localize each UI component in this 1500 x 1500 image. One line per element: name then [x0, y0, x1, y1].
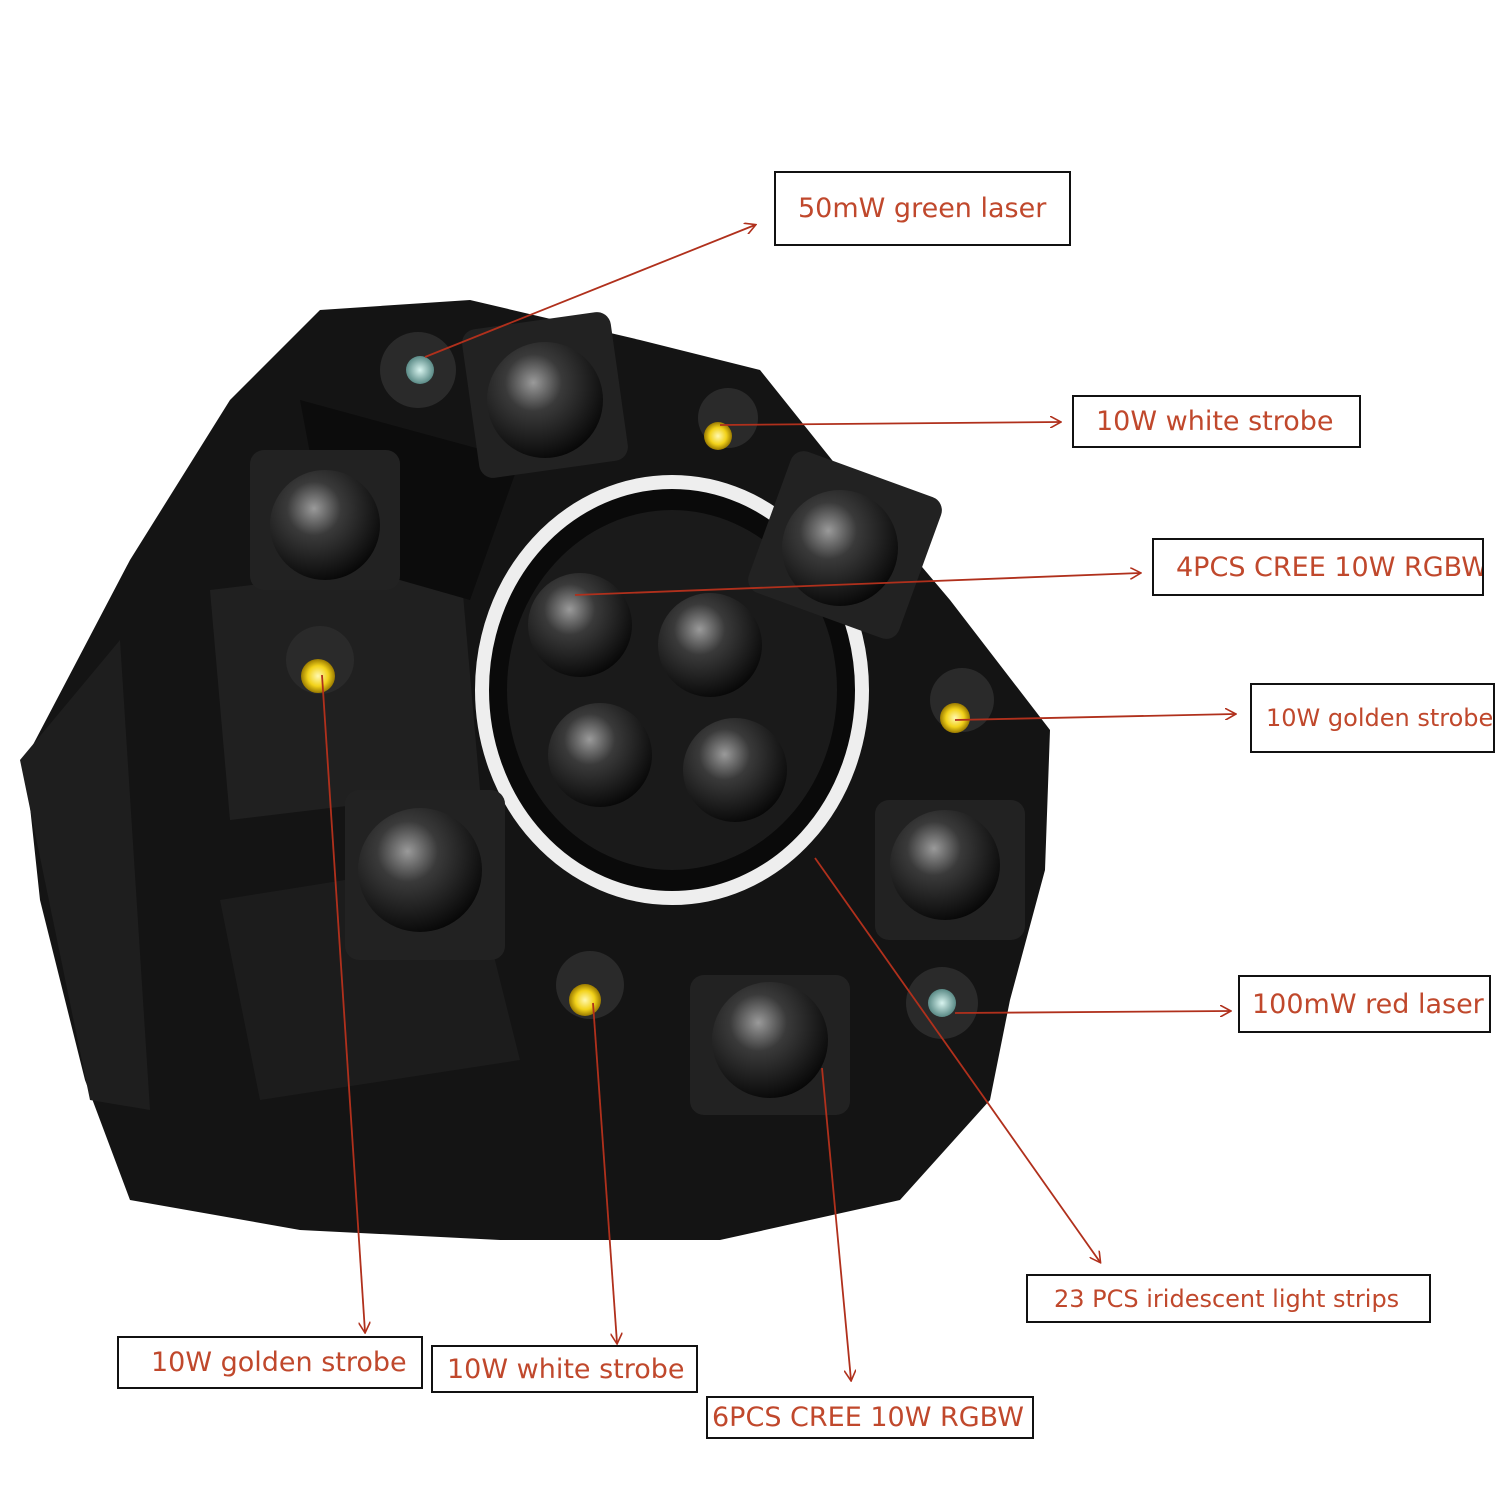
callout-white-strobe-bottom: 10W white strobe — [431, 1345, 698, 1393]
callout-red-laser: 100mW red laser — [1238, 975, 1491, 1033]
arrow-golden-strobe-left — [321, 674, 365, 1332]
center-rgbw-lenses — [528, 573, 787, 822]
arrow-white-strobe-bottom — [592, 1002, 617, 1343]
arrow-red-laser — [954, 1011, 1230, 1013]
callout-golden-strobe-right: 10W golden strobe — [1250, 683, 1495, 753]
callout-light-strips: 23 PCS iridescent light strips — [1026, 1274, 1431, 1323]
arrow-outer-rgbw — [821, 1067, 851, 1380]
callout-center-rgbw: 4PCS CREE 10W RGBW — [1152, 538, 1484, 596]
callout-green-laser: 50mW green laser — [774, 171, 1071, 246]
arrow-green-laser — [424, 225, 755, 358]
outer-rgbw-lenses — [250, 312, 1025, 1115]
callout-white-strobe-right: 10W white strobe — [1072, 395, 1361, 448]
laser-emitters — [380, 332, 978, 1039]
arrow-light-strips — [814, 857, 1100, 1262]
callout-outer-rgbw: 6PCS CREE 10W RGBW — [706, 1396, 1034, 1439]
arrow-center-rgbw — [574, 573, 1140, 596]
arrow-golden-strobe-right — [954, 714, 1235, 721]
strobe-leds — [286, 388, 994, 1019]
arrow-white-strobe-right — [719, 422, 1060, 425]
callout-golden-strobe-left: 10W golden strobe — [117, 1336, 423, 1389]
